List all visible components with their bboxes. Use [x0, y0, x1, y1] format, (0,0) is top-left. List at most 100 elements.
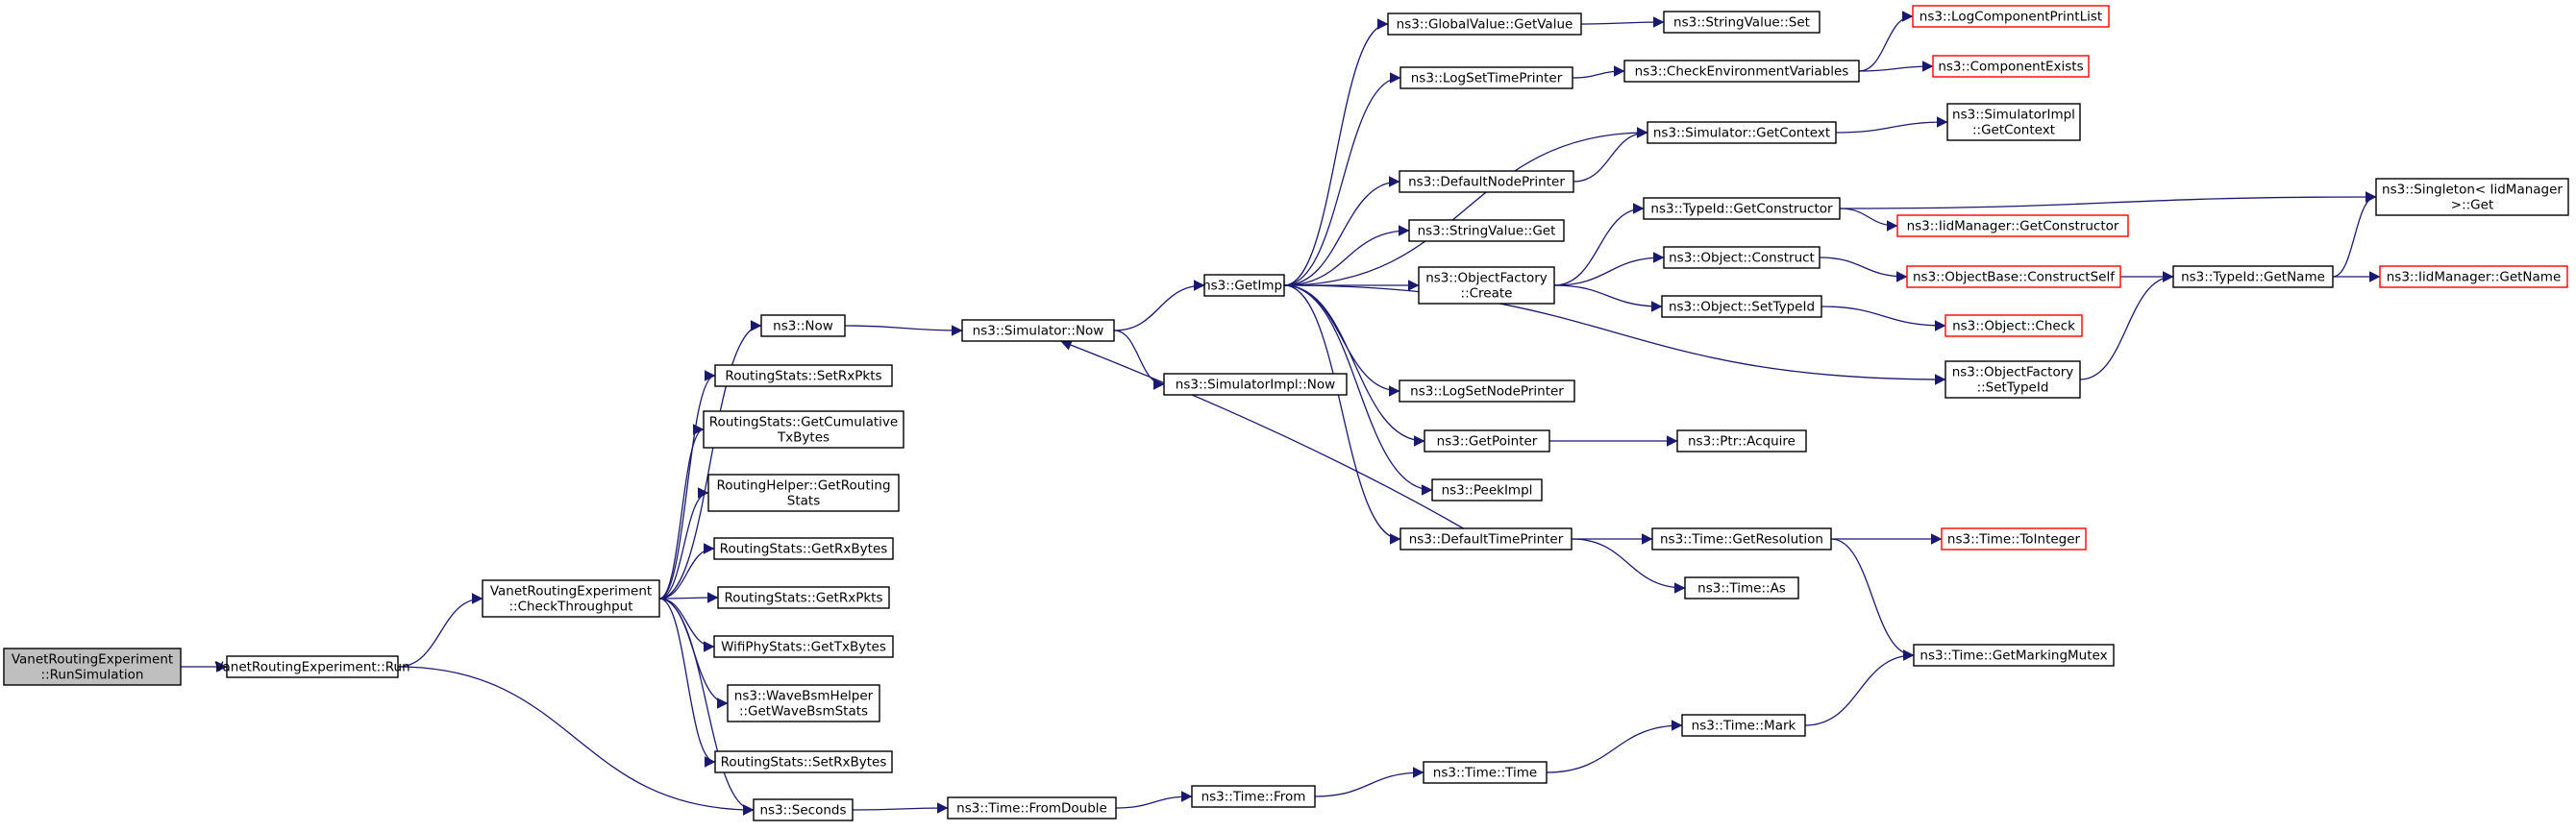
function-node-label: ns3::CheckEnvironmentVariables — [1635, 64, 1849, 80]
call-edge — [1858, 11, 1914, 72]
function-node-label: RoutingStats::SetRxPkts — [725, 369, 881, 384]
function-node[interactable]: ns3::LogSetNodePrinter — [1399, 379, 1575, 403]
function-node[interactable]: ns3::SimulatorImpl::Now — [1163, 373, 1348, 396]
function-node[interactable]: ns3::GetImpl — [1202, 274, 1286, 297]
function-node-label: ns3::GetPointer — [1437, 434, 1538, 450]
function-node[interactable]: RoutingStats::SetRxBytes — [714, 750, 893, 773]
function-node-label: RoutingStats::GetRxBytes — [720, 542, 888, 557]
function-node-label: Stats — [787, 494, 820, 509]
function-node[interactable]: ns3::StringValue::Get — [1408, 219, 1565, 242]
function-node-label: ns3::LogComponentPrintList — [1920, 10, 2102, 25]
function-node[interactable]: WifiPhyStats::GetTxBytes — [713, 635, 894, 658]
call-edge — [658, 543, 715, 600]
function-node-label: ns3::ObjectFactory — [1425, 271, 1548, 286]
function-node[interactable]: ns3::TypeId::GetName — [2172, 265, 2334, 288]
function-node[interactable]: ns3::ObjectFactory::SetTypeId — [1944, 360, 2081, 399]
function-node[interactable]: ns3::Time::Time — [1423, 761, 1548, 784]
function-node-box — [714, 364, 893, 387]
function-node-box — [2375, 178, 2569, 216]
call-edge — [1060, 339, 1464, 529]
function-node[interactable]: ns3::CheckEnvironmentVariables — [1623, 60, 1860, 83]
function-node[interactable]: ns3::Simulator::Now — [961, 319, 1115, 342]
function-node[interactable]: ns3::DefaultTimePrinter — [1399, 527, 1573, 551]
function-node[interactable]: ns3::Object::Construct — [1663, 246, 1821, 269]
function-node[interactable]: ns3::Time::Mark — [1681, 714, 1806, 737]
call-edge — [1553, 284, 1663, 312]
function-node[interactable]: ns3::Time::ToInteger — [1941, 527, 2087, 551]
function-node[interactable]: ns3::Object::SetTypeId — [1661, 295, 1822, 318]
function-node-box — [1661, 295, 1822, 318]
function-node[interactable]: ns3::Seconds — [753, 798, 854, 821]
call-edge — [658, 592, 719, 603]
function-node[interactable]: ns3::ComponentExists — [1932, 55, 2090, 78]
function-node-box — [1418, 266, 1555, 305]
call-edge — [1821, 306, 1946, 331]
function-node-box — [1932, 55, 2090, 78]
function-node-box — [707, 474, 900, 512]
function-node[interactable]: ns3::Time::GetResolution — [1651, 527, 1832, 551]
function-node-label: ns3::Simulator::Now — [973, 324, 1104, 339]
function-node[interactable]: ns3::IidManager::GetName — [2379, 265, 2568, 288]
function-node-label: ns3::IidManager::GetConstructor — [1907, 219, 2119, 234]
function-node[interactable]: ns3::Ptr::Acquire — [1676, 429, 1807, 453]
function-node[interactable]: RoutingStats::SetRxPkts — [714, 364, 893, 387]
edges-layer — [180, 11, 2381, 816]
function-node[interactable]: ns3::Simulator::GetContext — [1647, 121, 1837, 144]
function-node-label: ns3::GetImpl — [1202, 279, 1286, 294]
function-node-box — [226, 655, 399, 678]
function-node-label: ns3::Time::As — [1697, 581, 1786, 597]
function-node-label: ns3::Simulator::GetContext — [1653, 126, 1830, 141]
function-node[interactable]: ns3::Singleton< IidManager >::Get — [2375, 178, 2569, 216]
function-node[interactable]: ns3::PeekImpl — [1431, 478, 1543, 502]
function-node[interactable]: ns3::WaveBsmHelper::GetWaveBsmStats — [727, 684, 880, 722]
function-node[interactable]: ns3::StringValue::Set — [1663, 11, 1821, 34]
function-node[interactable]: ns3::Now — [760, 314, 846, 337]
function-node-box — [1896, 214, 2129, 237]
function-node-label: ns3::StringValue::Get — [1418, 224, 1556, 239]
function-node[interactable]: ns3::LogComponentPrintList — [1912, 5, 2110, 28]
function-node[interactable]: RoutingStats::GetRxPkts — [717, 586, 890, 609]
function-node-label: ns3::Time::Mark — [1692, 719, 1796, 734]
function-node-label: RoutingStats::GetRxPkts — [724, 591, 882, 606]
function-node-box — [1424, 429, 1550, 453]
function-node[interactable]: ns3::LogSetTimePrinter — [1399, 66, 1573, 89]
function-node[interactable]: ns3::TypeId::GetConstructor — [1643, 197, 1841, 220]
call-edge — [1283, 284, 1425, 447]
function-node[interactable]: ns3::ObjectBase::ConstructSelf — [1906, 265, 2121, 288]
call-edge — [1283, 176, 1400, 286]
function-node-box — [1399, 170, 1574, 193]
function-node-label: RoutingStats::GetCumulative — [709, 415, 898, 430]
call-edge — [1571, 538, 1686, 594]
function-node[interactable]: ns3::IidManager::GetConstructor — [1896, 214, 2129, 237]
function-node-label: ns3::StringValue::Set — [1673, 15, 1810, 31]
function-node-box — [2379, 265, 2568, 288]
function-node[interactable]: ns3::Time::As — [1684, 576, 1799, 600]
root-function-node[interactable]: VanetRoutingExperiment::RunSimulation — [3, 648, 182, 686]
function-node[interactable]: VanetRoutingExperiment::Run — [214, 655, 410, 678]
function-node-label: ns3::LogSetTimePrinter — [1411, 71, 1563, 86]
function-node-box — [717, 586, 890, 609]
call-edge — [397, 593, 483, 668]
function-node-box — [1399, 379, 1575, 403]
call-edge — [2332, 191, 2377, 278]
function-node-box — [1191, 785, 1316, 808]
function-node[interactable]: ns3::DefaultNodePrinter — [1399, 170, 1574, 193]
function-node[interactable]: RoutingStats::GetRxBytes — [713, 537, 894, 560]
function-node[interactable]: ns3::Time::FromDouble — [947, 796, 1117, 820]
function-node[interactable]: VanetRoutingExperiment::CheckThroughput — [482, 579, 660, 618]
function-node[interactable]: ns3::SimulatorImpl::GetContext — [1946, 103, 2081, 141]
function-node[interactable]: ns3::GetPointer — [1424, 429, 1550, 453]
function-node-label: ns3::TypeId::GetConstructor — [1650, 202, 1833, 217]
call-edge — [1858, 61, 1934, 72]
function-node[interactable]: ns3::Time::From — [1191, 785, 1316, 808]
function-node[interactable]: ns3::Time::GetMarkingMutex — [1913, 644, 2115, 667]
function-node[interactable]: ns3::GlobalValue::GetValue — [1387, 12, 1582, 36]
function-node-box — [1423, 761, 1548, 784]
function-node[interactable]: ns3::ObjectFactory::Create — [1418, 266, 1555, 305]
function-node[interactable]: ns3::Object::Check — [1944, 314, 2083, 337]
function-node-label: ::CheckThroughput — [508, 600, 632, 615]
function-node-box — [1663, 11, 1821, 34]
function-node-box — [1912, 5, 2110, 28]
